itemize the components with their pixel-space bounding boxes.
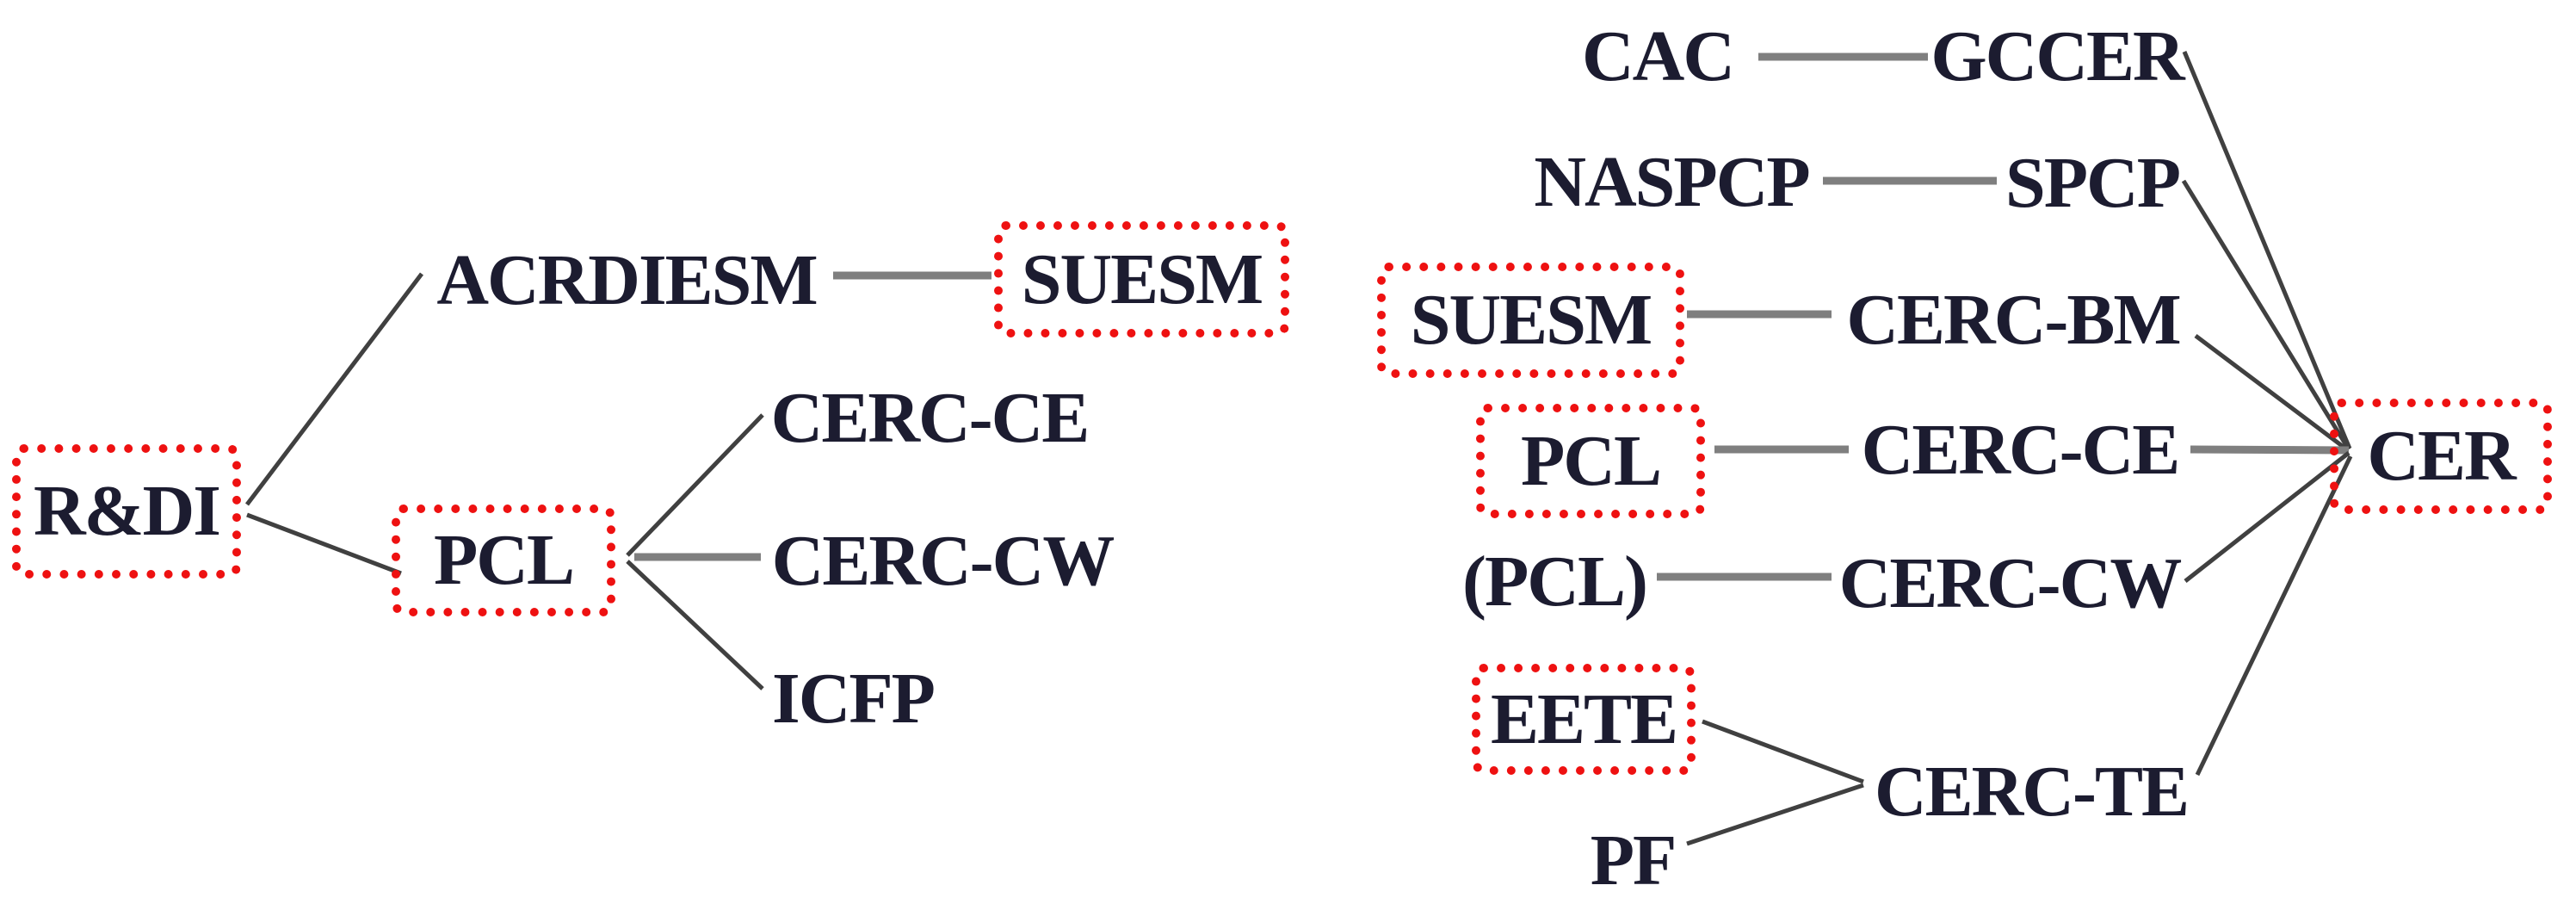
edge-rdi-acrdiesm — [245, 272, 423, 506]
edge-rdi-pcl — [246, 512, 402, 576]
edge-eete-cercte — [1702, 719, 1864, 784]
edge-gccer-cer — [2182, 51, 2352, 449]
node-cer: CER — [2367, 416, 2516, 496]
node-cerccw-right: CERC-CW — [1838, 543, 2183, 623]
node-cercce-right: CERC-CE — [1861, 410, 2181, 490]
highlight-box-pcl-right: PCL — [1476, 404, 1705, 518]
edge-cercce-cer — [2190, 445, 2350, 455]
node-icfp: ICFP — [772, 659, 936, 739]
edge-spcp-cer — [2181, 179, 2351, 451]
edge-cercte-cer — [2195, 455, 2353, 777]
node-cerccw-left: CERC-CW — [771, 521, 1115, 601]
node-suesm-right: SUESM — [1410, 280, 1652, 360]
node-cercte: CERC-TE — [1874, 752, 2190, 832]
node-cac: CAC — [1582, 16, 1735, 96]
node-pf: PF — [1590, 820, 1677, 901]
node-spcp: SPCP — [2005, 143, 2181, 223]
highlight-box-suesm-right: SUESM — [1377, 263, 1684, 378]
node-eete: EETE — [1490, 678, 1678, 759]
edge-pcl-icfp — [626, 560, 764, 690]
highlight-box-rdi: R&DI — [12, 444, 241, 579]
highlight-box-pcl-left: PCL — [392, 505, 615, 616]
node-pcl-paren: (PCL) — [1462, 542, 1648, 622]
highlight-box-cer: CER — [2330, 399, 2552, 514]
highlight-box-eete: EETE — [1472, 664, 1696, 775]
node-suesm-left: SUESM — [1021, 238, 1263, 319]
edge-cercbm-cer — [2194, 334, 2350, 452]
highlight-box-suesm-left: SUESM — [994, 221, 1289, 337]
edge-cerccw-cer — [2184, 451, 2351, 583]
node-rdi: R&DI — [34, 471, 221, 551]
node-cercce-left: CERC-CE — [770, 378, 1090, 458]
node-naspcp: NASPCP — [1534, 142, 1810, 222]
edge-pf-cercte — [1686, 783, 1864, 846]
node-acrdiesm: ACRDIESM — [436, 240, 818, 320]
node-pcl-right: PCL — [1521, 420, 1662, 501]
node-cercbm: CERC-BM — [1846, 280, 2181, 360]
node-gccer: GCCER — [1930, 16, 2184, 96]
node-pcl-left: PCL — [434, 520, 575, 600]
edge-pcl-cercce-left — [626, 413, 764, 557]
